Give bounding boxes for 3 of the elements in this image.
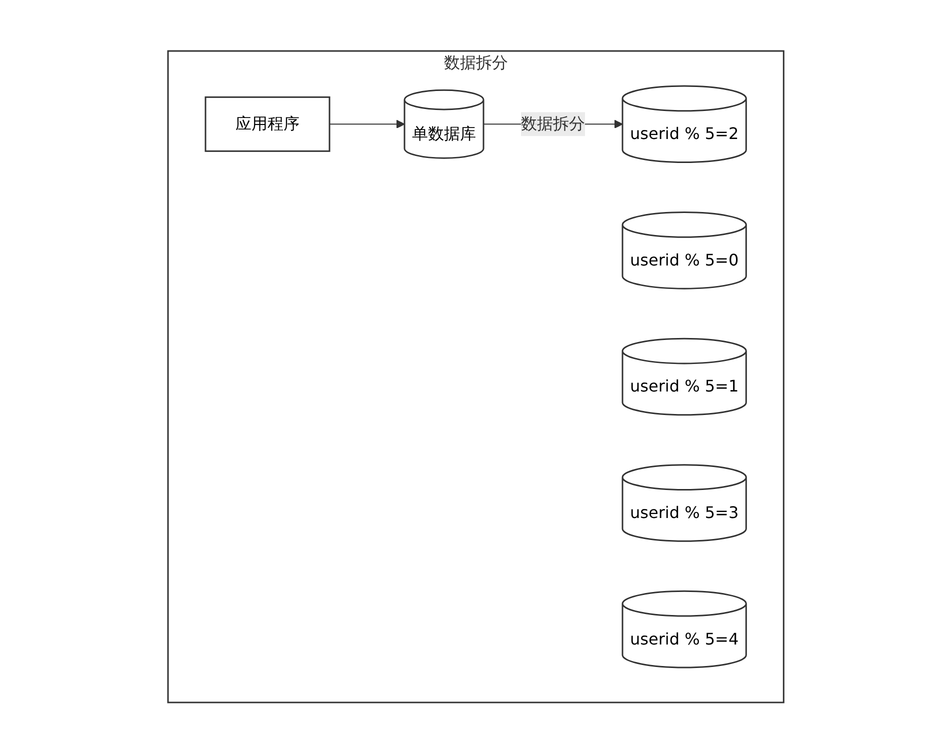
edge-label: 数据拆分 [521, 114, 586, 133]
node-box: 应用程序 [204, 96, 330, 152]
arrow [329, 120, 406, 128]
